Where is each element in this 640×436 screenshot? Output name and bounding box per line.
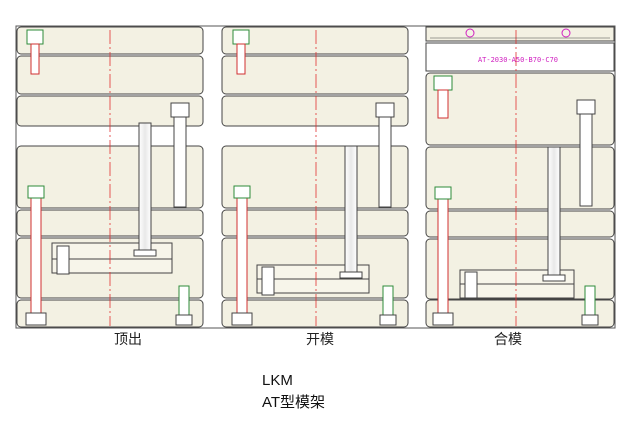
top-clamp-plate	[425, 26, 615, 42]
sprue-marker	[561, 28, 571, 38]
bottom-clamp-plate	[425, 299, 615, 328]
model-label: AT-2030-A50-B70-C70	[478, 56, 558, 64]
a-plate	[425, 42, 615, 72]
long-bolt-shank	[236, 194, 248, 316]
ejector-screw	[56, 245, 70, 275]
support-plate	[221, 209, 409, 237]
panel-ejected	[16, 26, 204, 328]
bolt-head	[433, 75, 453, 91]
bolt-head	[232, 29, 250, 45]
bottom-screw	[382, 285, 394, 317]
brand-subtitle: AT型模架	[262, 394, 326, 411]
guide-pin-head	[542, 274, 566, 282]
caption-ejected: 顶出	[114, 332, 142, 348]
sprue-marker	[465, 28, 475, 38]
support-plate	[425, 210, 615, 238]
bolt-shank	[236, 43, 246, 75]
guide-pin-head	[133, 249, 157, 257]
bottom-screw	[584, 285, 596, 317]
ejector-retainer	[51, 258, 173, 274]
ejector-retainer	[459, 283, 575, 299]
long-bolt-shank	[437, 195, 449, 317]
long-bolt-head	[233, 185, 251, 199]
bottom-clamp-plate	[221, 299, 409, 328]
screw-head	[576, 99, 596, 115]
panel-open	[221, 26, 409, 328]
bolt-shank	[30, 43, 40, 75]
bolt-foot	[432, 312, 454, 326]
b-plate	[425, 146, 615, 210]
bottom-screw-foot	[175, 314, 193, 326]
screw-shank	[579, 113, 593, 207]
bolt-foot	[231, 312, 253, 326]
bottom-screw	[178, 285, 190, 317]
b-plate	[221, 145, 409, 209]
guide-pin	[138, 122, 152, 254]
ejector-screw	[261, 266, 275, 296]
brand-name: LKM	[262, 372, 293, 389]
guide-pin	[344, 145, 358, 275]
caption-open: 开模	[306, 332, 334, 348]
top-clamp-plate	[221, 26, 409, 55]
runner-plate	[425, 72, 615, 146]
bolt-shank	[437, 89, 449, 119]
bolt-head	[26, 29, 44, 45]
screw-head	[375, 102, 395, 118]
ejector-retainer	[256, 278, 370, 294]
panel-closed: AT-2030-A50-B70-C70	[425, 26, 615, 328]
runner-plate	[221, 95, 409, 127]
screw-shank	[378, 116, 392, 208]
guide-pin	[547, 146, 561, 278]
ejector-screw	[464, 271, 478, 299]
caption-closed: 合模	[494, 332, 522, 348]
guide-pin-head	[339, 271, 363, 279]
bolt-foot	[25, 312, 47, 326]
long-bolt-head	[434, 186, 452, 200]
screw-shank	[173, 116, 187, 208]
screw-head	[170, 102, 190, 118]
long-bolt-head	[27, 185, 45, 199]
bottom-screw-foot	[379, 314, 397, 326]
long-bolt-shank	[30, 194, 42, 316]
bottom-screw-foot	[581, 314, 599, 326]
a-plate	[221, 55, 409, 95]
